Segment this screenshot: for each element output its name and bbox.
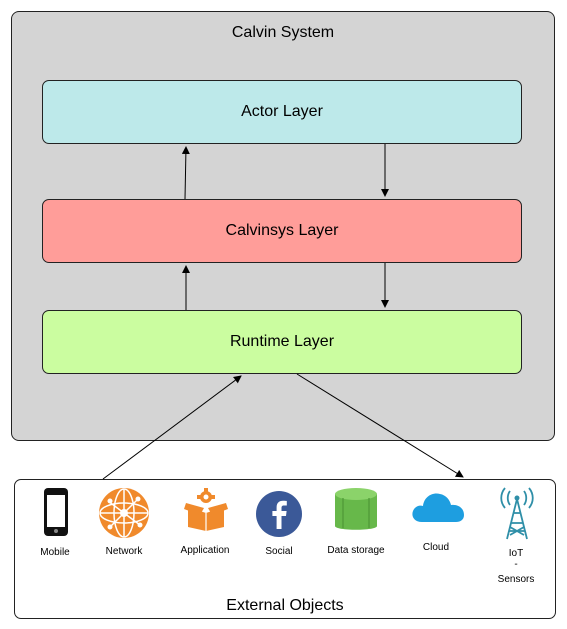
object-label-cloud: Cloud xyxy=(422,542,450,553)
object-label-mobile: Mobile xyxy=(40,547,70,558)
object-label-social: Social xyxy=(265,546,293,557)
object-label-data-storage: Data storage xyxy=(327,545,385,556)
calvinsys-layer: Calvinsys Layer xyxy=(42,199,522,263)
arrow-calvinsys-to-actor xyxy=(181,146,190,200)
actor-layer-label: Actor Layer xyxy=(241,103,323,120)
object-label-iot: IoT xyxy=(508,548,524,559)
cloud-icon xyxy=(412,493,464,522)
calvin-system-title: Calvin System xyxy=(231,24,335,41)
facebook-icon xyxy=(256,491,302,537)
network-globe-icon xyxy=(99,488,149,538)
runtime-layer: Runtime Layer xyxy=(42,310,522,374)
runtime-layer-label: Runtime Layer xyxy=(229,333,335,350)
actor-layer: Actor Layer xyxy=(42,80,522,144)
antenna-tower-icon xyxy=(500,487,534,540)
application-box-icon xyxy=(184,488,228,531)
external-objects-title: External Objects xyxy=(226,597,344,614)
database-cylinder-icon xyxy=(335,488,377,530)
calvinsys-layer-label: Calvinsys Layer xyxy=(225,222,339,239)
arrow-external-to-runtime xyxy=(102,375,242,480)
object-label-iot-sensors: Sensors xyxy=(497,574,535,585)
arrow-runtime-to-external xyxy=(296,373,464,478)
object-label-iot-dash: - xyxy=(514,559,518,570)
mobile-phone-icon xyxy=(44,488,68,536)
object-label-network: Network xyxy=(105,546,143,557)
object-label-application: Application xyxy=(180,545,230,556)
